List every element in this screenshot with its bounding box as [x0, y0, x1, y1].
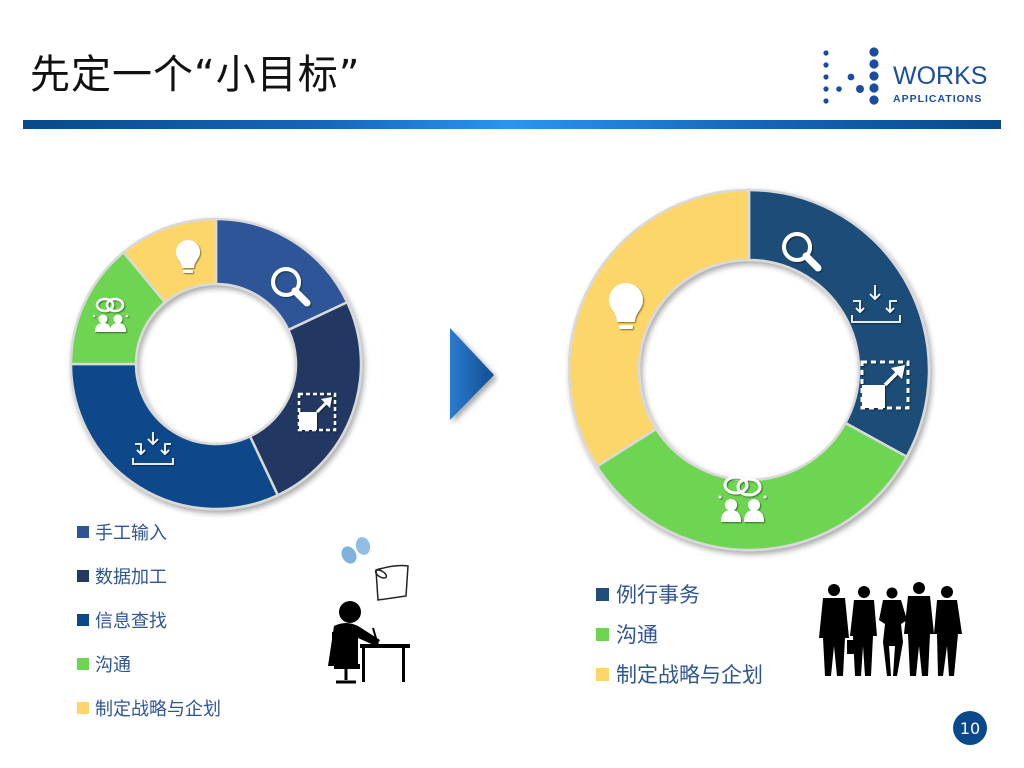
legend-swatch — [77, 702, 89, 714]
import-icon — [132, 432, 174, 465]
lightbulb-icon — [355, 537, 371, 555]
magnifier-icon — [782, 232, 822, 272]
logo-applications-text: APPLICATIONS — [893, 93, 983, 105]
legend-label: 沟通 — [95, 655, 131, 676]
legend-label: 沟通 — [616, 623, 658, 647]
lightbulb-icon — [341, 546, 357, 564]
legend-before: 手工输入 数据加工 信息查找 沟通 制定战略与企划 — [77, 510, 221, 730]
legend-item: 数据加工 — [77, 554, 221, 598]
legend-swatch — [77, 614, 89, 626]
legend-swatch — [596, 667, 609, 681]
logo-dots-icon — [823, 47, 879, 105]
legend-label: 数据加工 — [95, 567, 167, 588]
page-number: 10 — [953, 711, 987, 745]
discussion-icon — [92, 297, 129, 332]
transition-arrow-icon — [450, 328, 494, 420]
lightbulb-icon — [176, 240, 200, 273]
legend-item: 沟通 — [77, 642, 221, 686]
legend-item: 制定战略与企划 — [77, 686, 221, 730]
legend-swatch — [596, 587, 609, 601]
expand-icon — [297, 392, 337, 432]
legend-swatch — [77, 570, 89, 582]
legend-after: 例行事务 沟通 制定战略与企划 — [596, 574, 763, 694]
note-paper-icon — [374, 564, 409, 601]
legend-swatch — [77, 526, 89, 538]
donut-chart-before — [69, 217, 363, 511]
slide-title: 先定一个“小目标” — [30, 52, 361, 98]
lightbulb-icon — [609, 283, 643, 329]
legend-item: 手工输入 — [77, 510, 221, 554]
logo-works-text: WORKS — [893, 62, 988, 90]
legend-swatch — [77, 658, 89, 670]
legend-item: 例行事务 — [596, 574, 763, 614]
legend-item: 沟通 — [596, 614, 763, 654]
legend-label: 例行事务 — [616, 583, 700, 607]
legend-label: 制定战略与企划 — [616, 663, 763, 687]
donut-segment — [747, 188, 931, 459]
import-icon — [851, 285, 901, 323]
donut-segment — [595, 421, 909, 552]
donut-chart-after — [567, 188, 931, 552]
magnifier-icon — [271, 267, 311, 307]
donut-segment — [567, 188, 751, 469]
legend-label: 制定战略与企划 — [95, 699, 221, 720]
office-worker-clipart — [328, 537, 410, 684]
legend-label: 信息查找 — [95, 611, 167, 632]
legend-label: 手工输入 — [95, 523, 167, 544]
donut-segment — [121, 217, 218, 305]
legend-swatch — [596, 627, 609, 641]
expand-icon — [860, 360, 910, 410]
works-applications-logo: WORKS APPLICATIONS — [818, 46, 1003, 110]
title-divider — [23, 120, 1001, 129]
discussion-icon — [718, 475, 767, 522]
business-team-clipart — [819, 582, 962, 676]
donut-segment — [69, 362, 280, 511]
donut-segment — [248, 300, 363, 497]
legend-item: 信息查找 — [77, 598, 221, 642]
legend-item: 制定战略与企划 — [596, 654, 763, 694]
